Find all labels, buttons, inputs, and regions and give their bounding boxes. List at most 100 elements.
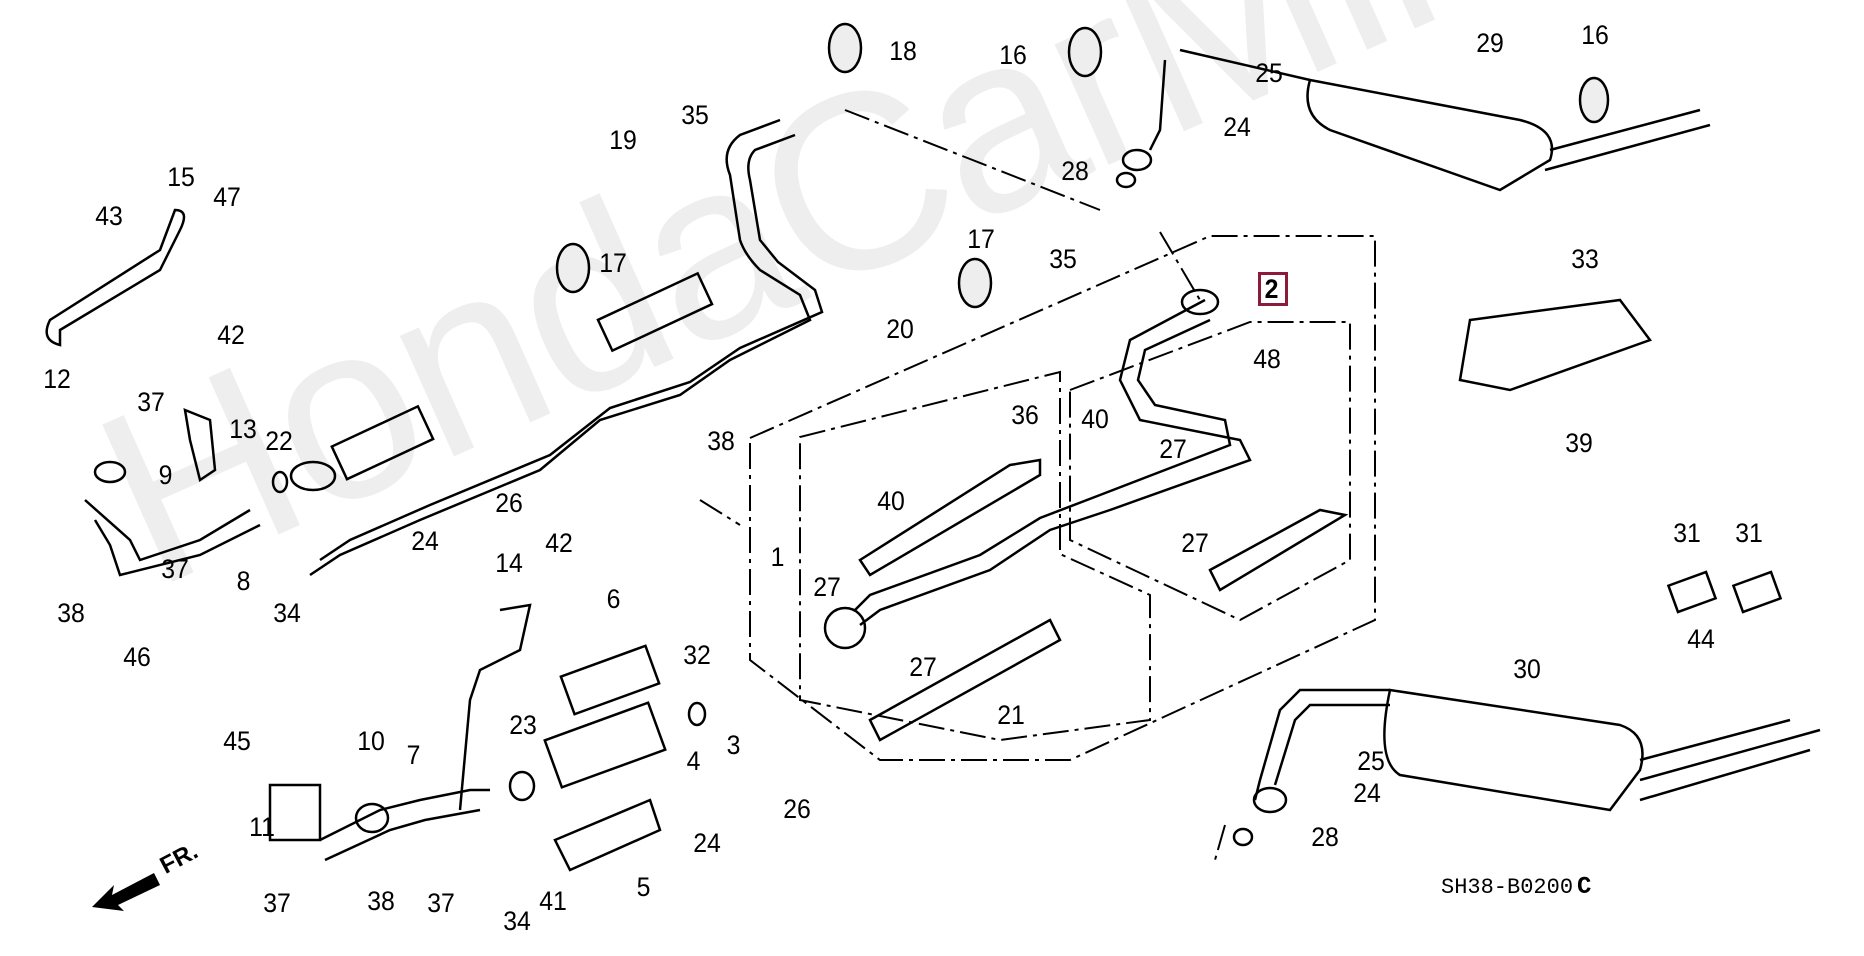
callout-14[interactable]: 14: [495, 548, 523, 578]
muffler-29-outlet: [1544, 108, 1711, 172]
callout-26[interactable]: 26: [783, 794, 811, 824]
callout-37[interactable]: 37: [263, 888, 291, 918]
callout-12[interactable]: 12: [43, 364, 71, 394]
heat-shield-5: [553, 798, 662, 872]
callout-38[interactable]: 38: [367, 886, 395, 916]
callout-27[interactable]: 27: [1159, 434, 1187, 464]
flange-2: [1180, 288, 1220, 316]
callout-30[interactable]: 30: [1513, 654, 1541, 684]
callout-15[interactable]: 15: [167, 162, 195, 192]
exhaust-pipe-2-inner: [854, 318, 1232, 611]
callout-39[interactable]: 39: [1565, 428, 1593, 458]
callout-2-highlighted[interactable]: 2: [1264, 274, 1279, 304]
callout-16[interactable]: 16: [1581, 20, 1609, 50]
callout-23[interactable]: 23: [509, 710, 537, 740]
tail-pipe-31a: [1666, 570, 1718, 614]
callout-21[interactable]: 21: [997, 700, 1025, 730]
callout-40[interactable]: 40: [1081, 404, 1109, 434]
pipe-flange-19: [289, 460, 337, 492]
callout-6[interactable]: 6: [606, 584, 621, 614]
callout-5[interactable]: 5: [636, 872, 651, 902]
callout-34[interactable]: 34: [273, 598, 301, 628]
callout-20[interactable]: 20: [886, 314, 914, 344]
callout-16[interactable]: 16: [999, 40, 1027, 70]
flange-1: [823, 606, 867, 650]
callout-42[interactable]: 42: [217, 320, 245, 350]
callout-27[interactable]: 27: [813, 572, 841, 602]
callout-19[interactable]: 19: [609, 125, 637, 155]
flange-28a: [1121, 148, 1153, 172]
callout-37[interactable]: 37: [427, 888, 455, 918]
callout-35[interactable]: 35: [1049, 244, 1077, 274]
callout-37[interactable]: 37: [161, 554, 189, 584]
callout-11[interactable]: 11: [249, 812, 275, 842]
bracket-11: [268, 783, 322, 842]
exhaust-pipe-2: [859, 298, 1252, 626]
gasket-28a: [1115, 171, 1137, 189]
gasket-22: [271, 470, 289, 494]
callout-29[interactable]: 29: [1476, 28, 1504, 58]
callout-1[interactable]: 1: [770, 542, 785, 572]
tail-pipe-31b: [1731, 570, 1783, 614]
callout-25[interactable]: 25: [1357, 746, 1385, 776]
gasket-28b: [1232, 827, 1254, 847]
highlighted-part-box[interactable]: [1258, 272, 1288, 306]
front-direction-indicator: FR.: [92, 835, 232, 915]
callout-22[interactable]: 22: [265, 426, 293, 456]
callout-31[interactable]: 31: [1673, 518, 1701, 548]
callout-35[interactable]: 35: [681, 100, 709, 130]
callout-33[interactable]: 33: [1571, 244, 1599, 274]
heat-shield-bottom: [868, 618, 1062, 742]
callout-28[interactable]: 28: [1311, 822, 1339, 852]
callout-24[interactable]: 24: [411, 526, 439, 556]
callout-24[interactable]: 24: [693, 828, 721, 858]
callout-47[interactable]: 47: [213, 182, 241, 212]
callout-24[interactable]: 24: [1353, 778, 1381, 808]
callout-42[interactable]: 42: [545, 528, 573, 558]
callout-38[interactable]: 38: [707, 426, 735, 456]
callout-8[interactable]: 8: [236, 566, 251, 596]
callout-10[interactable]: 10: [357, 726, 385, 756]
callout-48[interactable]: 48: [1253, 344, 1281, 374]
resonator-19: [596, 271, 714, 353]
callout-27[interactable]: 27: [909, 652, 937, 682]
front-arrow-icon: [92, 873, 160, 911]
callout-46[interactable]: 46: [123, 642, 151, 672]
callout-18[interactable]: 18: [889, 36, 917, 66]
callout-9[interactable]: 9: [158, 460, 173, 490]
gasket-23: [508, 770, 536, 802]
gasket-32: [687, 701, 707, 727]
callout-28[interactable]: 28: [1061, 156, 1089, 186]
bracket-14: [458, 603, 532, 811]
callout-13[interactable]: 13: [229, 414, 257, 444]
callout-45[interactable]: 45: [223, 726, 251, 756]
callout-32[interactable]: 32: [683, 640, 711, 670]
callout-17[interactable]: 17: [967, 224, 995, 254]
callout-41[interactable]: 41: [539, 886, 567, 916]
hanger-rubber-16b: [1578, 76, 1610, 124]
callout-36[interactable]: 36: [1011, 400, 1039, 430]
callout-43[interactable]: 43: [95, 201, 123, 231]
flange-28b: [1252, 786, 1288, 814]
leader-dashed-upper: [844, 109, 1201, 301]
callout-27[interactable]: 27: [1181, 528, 1209, 558]
callout-44[interactable]: 44: [1687, 624, 1715, 654]
callout-25[interactable]: 25: [1255, 58, 1283, 88]
callout-17[interactable]: 17: [599, 248, 627, 278]
callout-24[interactable]: 24: [1223, 112, 1251, 142]
callout-31[interactable]: 31: [1735, 518, 1763, 548]
callout-37[interactable]: 37: [137, 387, 165, 417]
callout-3[interactable]: 3: [726, 730, 741, 760]
callout-26[interactable]: 26: [495, 488, 523, 518]
muffler-30-inlet: [1253, 688, 1390, 801]
callout-7[interactable]: 7: [406, 740, 421, 770]
callout-40[interactable]: 40: [877, 486, 905, 516]
callout-4[interactable]: 4: [686, 746, 701, 776]
callout-34[interactable]: 34: [503, 906, 531, 936]
group-box-20: [749, 235, 1376, 761]
center-pipe-19: [309, 118, 812, 577]
callout-38[interactable]: 38: [57, 598, 85, 628]
